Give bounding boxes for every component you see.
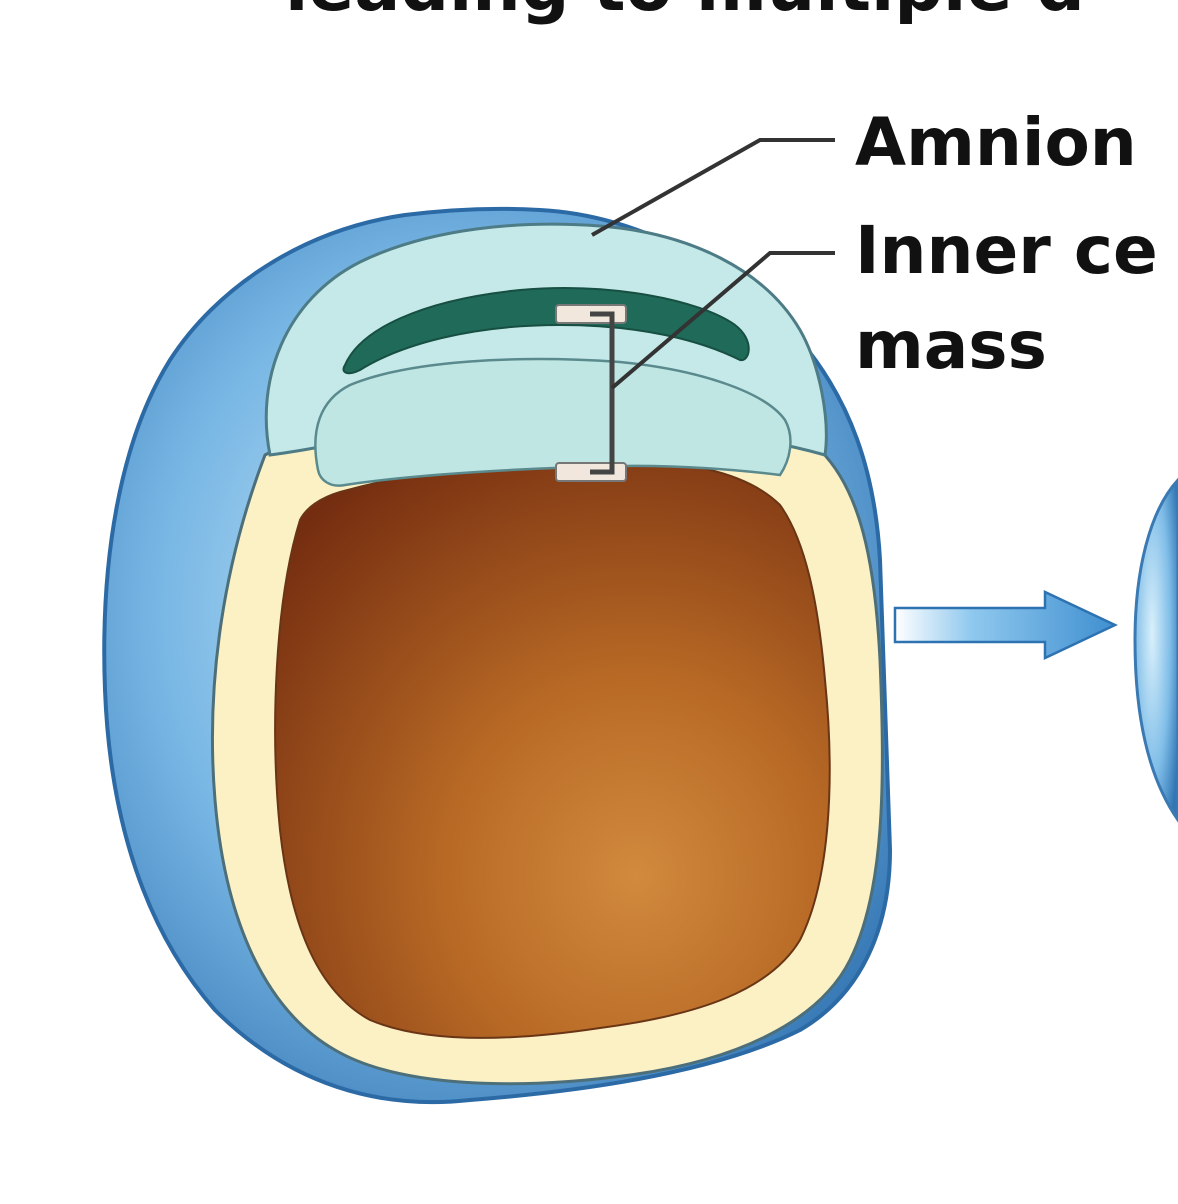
yolk-center: [274, 456, 831, 1039]
inner-cap-layer: [314, 357, 792, 487]
amnion-leader-line: [591, 138, 835, 237]
inner-cell-mass-leader-line: [610, 251, 835, 390]
inner-cell-mass-bracket: [555, 304, 627, 482]
header-title-partial: leading to multiple d: [285, 0, 1085, 27]
inner-cell-band: [342, 287, 750, 375]
progression-arrow: [893, 590, 1118, 660]
next-stage-embryo: [1133, 477, 1178, 823]
label-amnion: Amnion: [855, 104, 1137, 181]
label-inner-cell-mass-line1: Inner ce: [855, 212, 1158, 289]
label-inner-cell-mass-line2: mass: [855, 307, 1047, 384]
